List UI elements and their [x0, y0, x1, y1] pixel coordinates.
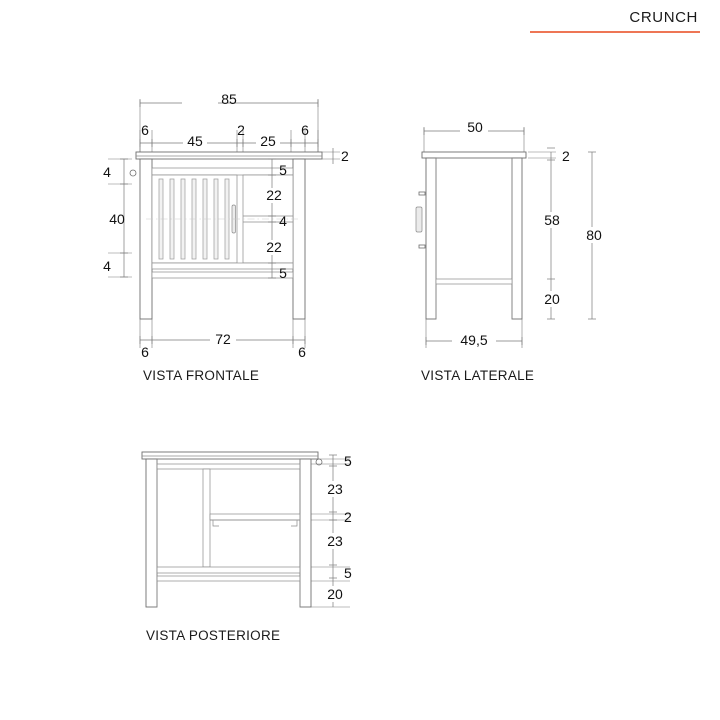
front-dim-inner-72: 72: [215, 331, 231, 347]
view-rear: 5 23 2 23 5 20 VISTA POSTERIORE: [141, 451, 352, 643]
side-handle: [415, 206, 423, 233]
rear-dim-23-upper: 23: [327, 481, 343, 497]
front-leg-right: [292, 158, 306, 320]
side-dim-20: 20: [544, 291, 560, 307]
front-dim-bottom-6-right: 6: [298, 344, 306, 360]
side-hinge-upper-icon: [418, 191, 426, 196]
front-dim-door-45: 45: [187, 133, 203, 149]
rear-dim-5-bottom: 5: [344, 565, 352, 581]
front-dim-left-4-top: 4: [103, 164, 111, 180]
view-side: 50 2 58 20: [415, 119, 606, 383]
side-dim-thickness-2: 2: [562, 148, 570, 164]
side-dim-58: 58: [544, 212, 560, 228]
front-dim-chain-right: 5 22 4 22 5: [262, 158, 287, 281]
rear-dim-20: 20: [327, 586, 343, 602]
front-dim-right-22-upper: 22: [266, 187, 282, 203]
rear-dim-5-top: 5: [344, 453, 352, 469]
side-dim-49-5: 49,5: [460, 332, 487, 348]
rear-dim-2: 2: [344, 509, 352, 525]
front-dim-85: 85: [221, 91, 237, 107]
side-dim-top-width: 50: [423, 119, 525, 152]
side-lower-rail: [435, 278, 513, 285]
front-dim-chain-left: 4 40 4: [103, 158, 132, 278]
side-leg-rear: [511, 157, 523, 320]
front-hinge-icon: [129, 169, 137, 177]
front-view-label: VISTA FRONTALE: [143, 368, 259, 383]
rear-dim-chain-right: 5 23 2 23 5 20: [311, 453, 352, 608]
front-dim-right-5-bottom: 5: [279, 265, 287, 281]
rear-leg-left: [145, 458, 158, 608]
side-hinge-lower-icon: [418, 244, 426, 249]
front-dim-left-40: 40: [109, 211, 125, 227]
front-dim-left-4-bottom: 4: [103, 258, 111, 274]
side-dim-overall-height: 80: [580, 151, 606, 320]
side-view-label: VISTA LATERALE: [421, 368, 534, 383]
rear-dim-23-lower: 23: [327, 533, 343, 549]
rear-view-label: VISTA POSTERIORE: [146, 628, 280, 643]
rear-center-divider: [202, 468, 211, 568]
header: CRUNCH: [530, 9, 700, 33]
front-dim-top-thickness: 2: [322, 148, 349, 164]
front-dim-panel-25: 25: [260, 133, 276, 149]
front-dim-right-22-lower: 22: [266, 239, 282, 255]
front-lower-rail-b: [151, 271, 294, 279]
front-dim-right-4: 4: [279, 213, 287, 229]
front-dim-right-5-top: 5: [279, 162, 287, 178]
rear-shelf-bracket-right: [291, 520, 298, 527]
front-dim-chain-top: 6 45 2 25 6: [139, 122, 319, 152]
front-dim-leg-left-6: 6: [141, 122, 149, 138]
front-leg-left: [139, 158, 153, 320]
rear-shelf-bracket-left: [212, 520, 219, 527]
rear-middle-shelf: [209, 513, 301, 521]
front-dim-bottom-6-left: 6: [141, 344, 149, 360]
side-dim-bottom-width: 49,5: [425, 319, 523, 349]
side-dim-80: 80: [586, 227, 602, 243]
side-dim-50: 50: [467, 119, 483, 135]
front-dim-thickness-2: 2: [341, 148, 349, 164]
front-dim-gap-2: 2: [237, 122, 245, 138]
side-leg-front: [425, 157, 437, 320]
front-dim-leg-right-6: 6: [301, 122, 309, 138]
rear-top-board: [141, 451, 319, 460]
side-top-board: [421, 151, 527, 159]
rear-upper-rail: [156, 463, 301, 470]
front-lower-rail-a: [151, 262, 294, 270]
rear-lower-rail-b: [156, 575, 301, 582]
view-front: 85 6 45 2 25 6: [103, 91, 349, 383]
brand-title: CRUNCH: [629, 9, 698, 26]
side-dim-chain-right: 2 58 20: [528, 147, 570, 320]
rear-leg-right: [299, 458, 312, 608]
rear-lower-rail-a: [156, 566, 301, 574]
front-top-board: [135, 151, 323, 160]
front-dim-chain-bottom: 72 6 6: [139, 319, 306, 360]
